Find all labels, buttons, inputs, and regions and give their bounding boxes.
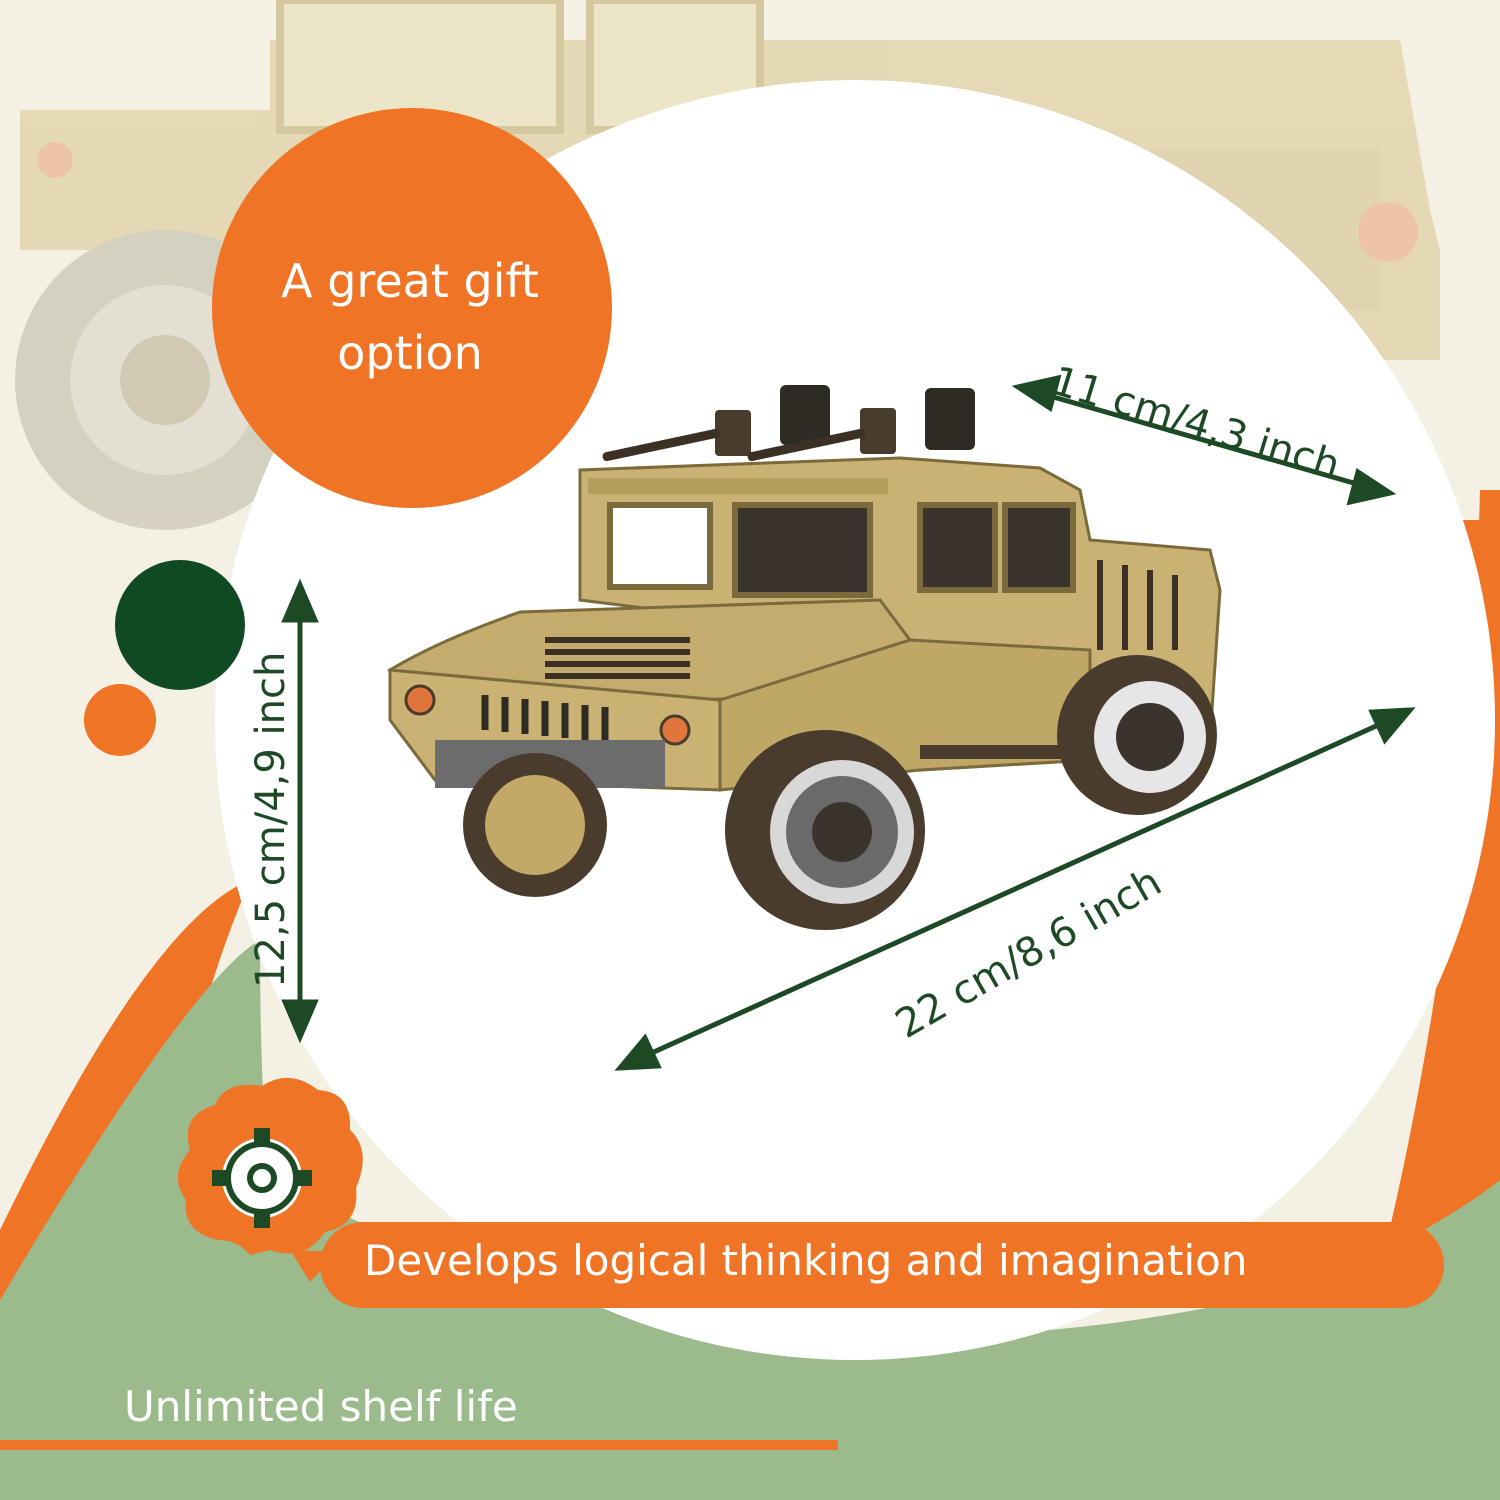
shelf-life-text: Unlimited shelf life (124, 1382, 518, 1431)
gear-brain-icon (177, 1077, 363, 1282)
dimension-arrows (281, 374, 1416, 1071)
decorative-green-dot (115, 560, 245, 690)
gift-badge-text: A great gift option (281, 254, 539, 380)
wooden-truck-model-image (386, 385, 1222, 930)
gift-badge-circle (212, 108, 612, 508)
footer-underline (0, 1440, 838, 1450)
depth-arrow (1021, 385, 1386, 495)
decorative-orange-dot (84, 684, 156, 756)
feature-banner (320, 1222, 1444, 1308)
length-arrow (623, 710, 1407, 1068)
feature-banner-text: Develops logical thinking and imaginatio… (364, 1236, 1248, 1285)
height-dimension-label: 12,5 cm/4,9 inch (248, 651, 294, 988)
